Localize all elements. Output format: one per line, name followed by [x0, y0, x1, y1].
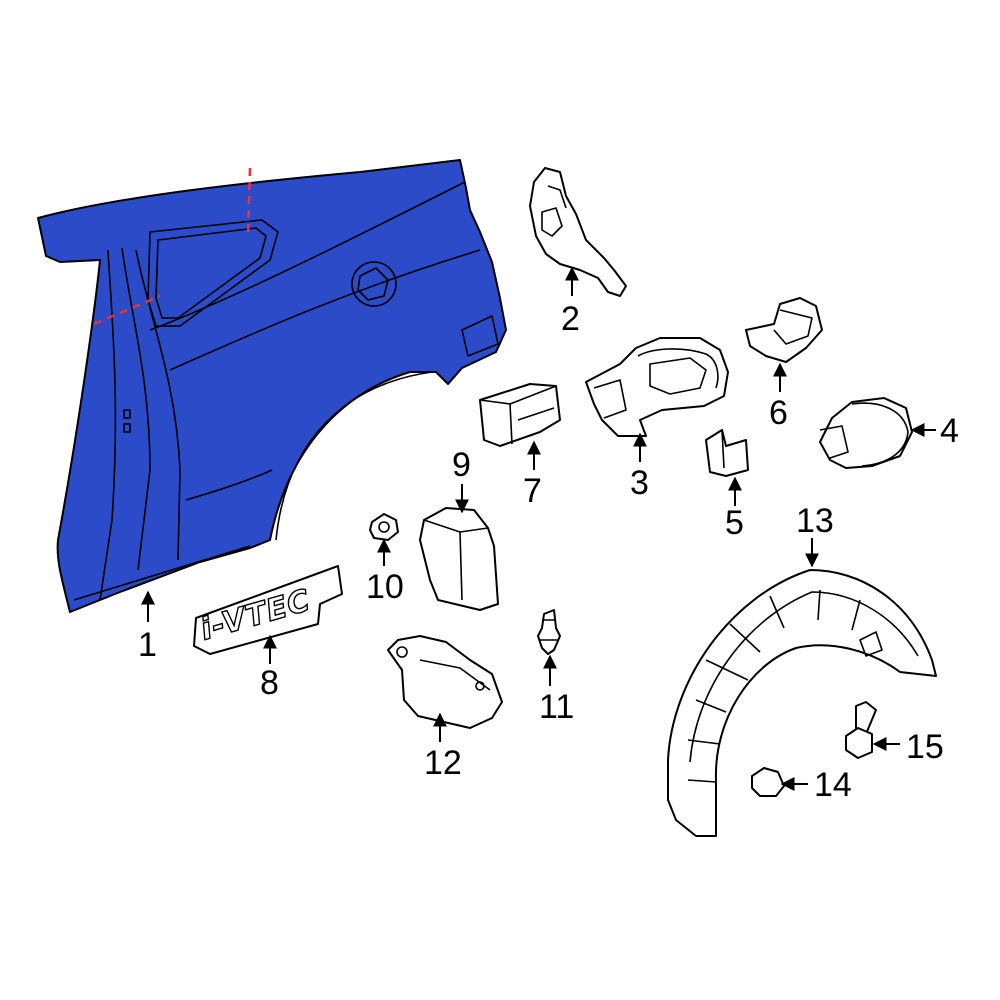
fuel-door-inner — [357, 267, 389, 301]
tail-lamp-pocket — [461, 315, 499, 357]
leader-lines — [141, 266, 936, 791]
callout-9[interactable]: 9 — [452, 446, 471, 484]
callout-12[interactable]: 12 — [424, 744, 462, 782]
nut-hole — [378, 521, 390, 533]
body-line-upper — [149, 181, 466, 331]
quarter-panel-part-1[interactable] — [37, 159, 507, 613]
bracket-12-rib — [419, 659, 491, 691]
clip-shape — [705, 429, 749, 477]
fuel-housing-inner — [649, 357, 707, 395]
callout-5[interactable]: 5 — [725, 504, 744, 542]
fender-liner-shape — [667, 569, 937, 837]
fuel-door-opening — [351, 261, 397, 307]
fuel-door-face — [851, 402, 909, 467]
block-front-edge — [509, 403, 513, 445]
emblem-part-8[interactable]: i-VTEC — [193, 565, 343, 655]
cut-line-top — [246, 167, 252, 239]
callout-3[interactable]: 3 — [630, 464, 649, 502]
clip-fold — [721, 429, 725, 469]
callout-11[interactable]: 11 — [539, 688, 574, 726]
quarter-glass-inner — [155, 227, 267, 319]
bolt-shank — [855, 701, 877, 735]
fuel-housing-neck — [637, 348, 719, 389]
clip-nut-shape — [751, 767, 785, 797]
bracket-9-edge — [459, 531, 463, 601]
callout-7[interactable]: 7 — [523, 472, 542, 510]
callout-2[interactable]: 2 — [561, 300, 580, 338]
bolt-head — [845, 727, 873, 759]
fuel-door-shape — [819, 397, 913, 469]
rocker-line — [73, 545, 251, 601]
fender-liner-inner-edge — [689, 591, 919, 763]
bracket-part-2[interactable] — [529, 167, 627, 297]
vent-slot-2 — [123, 423, 131, 433]
push-clip-ribs — [540, 619, 558, 641]
wheel-arch-edge — [275, 371, 433, 541]
lower-body-line — [185, 469, 273, 501]
callout-1[interactable]: 1 — [138, 626, 157, 664]
callout-10[interactable]: 10 — [366, 568, 404, 606]
callout-6[interactable]: 6 — [769, 394, 788, 432]
actuator-shape — [745, 297, 823, 363]
body-line-lower — [169, 249, 481, 371]
clip-part-5[interactable] — [705, 429, 749, 477]
bracket-part-12[interactable] — [387, 635, 503, 729]
bracket-12-hole-a — [396, 646, 408, 658]
pillar-line-c — [135, 249, 181, 561]
actuator-body-line — [773, 309, 813, 345]
push-clip-part-11[interactable] — [537, 609, 561, 655]
actuator-part-6[interactable] — [745, 297, 823, 363]
nut-shape — [369, 513, 399, 541]
bracket-hole — [541, 207, 563, 237]
block-part-7[interactable] — [479, 383, 561, 447]
nut-part-10[interactable] — [369, 513, 399, 541]
push-clip-shape — [537, 609, 561, 655]
bolt-part-15[interactable] — [845, 701, 877, 759]
callout-13[interactable]: 13 — [796, 502, 834, 540]
block-shape — [479, 383, 561, 447]
cut-line-pillar — [93, 294, 161, 326]
fuel-door-part-4[interactable] — [819, 397, 913, 469]
emblem-plate — [193, 565, 343, 655]
pillar-line-a — [99, 249, 117, 601]
bracket-rib — [547, 185, 567, 209]
callout-8[interactable]: 8 — [260, 664, 279, 702]
vent-slot-1 — [123, 409, 131, 419]
callout-labels: 1 2 3 4 5 6 7 8 9 10 11 12 13 14 15 — [138, 300, 959, 804]
pillar-line-b — [121, 247, 151, 571]
quarter-panel-shape — [37, 159, 507, 613]
fuel-housing-part-3[interactable] — [585, 337, 729, 437]
callout-15[interactable]: 15 — [906, 728, 944, 766]
callout-14[interactable]: 14 — [814, 766, 852, 804]
bracket-shape — [529, 167, 627, 297]
block-groove — [517, 407, 555, 421]
clip-nut-part-14[interactable] — [751, 767, 785, 797]
callout-4[interactable]: 4 — [940, 412, 959, 450]
fender-liner-part-13[interactable] — [667, 569, 937, 837]
bracket-part-9[interactable] — [419, 507, 499, 611]
fuel-housing-shape — [585, 337, 729, 437]
fender-liner-rib-2 — [687, 699, 727, 783]
fender-liner-tab — [859, 631, 883, 657]
fender-liner-rib-1 — [705, 589, 861, 681]
bracket-12-shape — [387, 635, 503, 729]
fuel-door-hinge — [819, 425, 849, 459]
fuel-housing-flange — [593, 379, 627, 419]
